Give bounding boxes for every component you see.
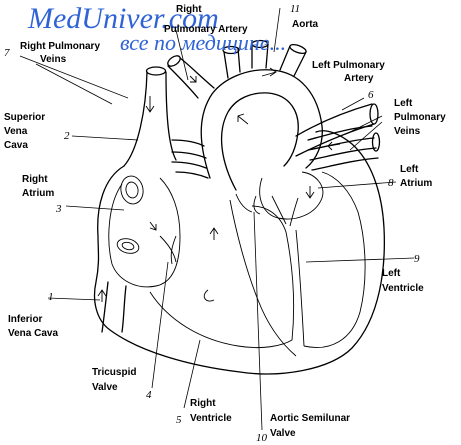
svg-text:8: 8 <box>388 177 394 189</box>
svg-text:Superior: Superior <box>4 112 45 123</box>
svg-text:Veins: Veins <box>394 126 421 137</box>
label-superior-vena-cava: Superior Vena Cava 2 <box>4 112 70 151</box>
label-aortic-semilunar-valve: Aortic Semilunar Valve 10 <box>256 413 350 444</box>
right-ventricle-wall <box>149 205 295 349</box>
svg-text:6: 6 <box>368 89 374 101</box>
svg-text:3: 3 <box>55 203 62 215</box>
heart-drawing <box>93 39 385 375</box>
svg-text:10: 10 <box>256 432 268 444</box>
svg-text:11: 11 <box>290 3 300 15</box>
svg-text:Pulmonary Artery: Pulmonary Artery <box>164 24 248 35</box>
label-tricuspid-valve: Tricuspid Valve 4 <box>92 367 152 401</box>
left-pulmonary-veins-shape <box>307 125 375 151</box>
svg-text:Atrium: Atrium <box>400 178 432 189</box>
svg-text:Ventricle: Ventricle <box>382 283 424 294</box>
svg-text:Valve: Valve <box>92 382 118 393</box>
svg-text:Ventricle: Ventricle <box>190 413 232 424</box>
label-left-ventricle: 9 Left Ventricle <box>382 253 424 294</box>
superior-vena-cava-shape <box>123 71 148 167</box>
right-atrium-wall <box>108 177 181 288</box>
svg-text:7: 7 <box>4 47 10 59</box>
right-pulmonary-veins-shape <box>171 139 207 159</box>
heart-outline <box>93 130 385 375</box>
svg-text:9: 9 <box>414 253 420 265</box>
label-left-pulmonary-artery: Left Pulmonary Artery 6 <box>312 60 385 101</box>
septum <box>229 199 297 357</box>
left-pulmonary-artery-shape <box>295 103 375 157</box>
label-left-atrium: 8 Left Atrium <box>388 164 432 189</box>
svg-text:Valve: Valve <box>270 428 296 439</box>
svg-text:Aortic Semilunar: Aortic Semilunar <box>270 413 350 424</box>
svg-text:4: 4 <box>146 389 152 401</box>
inferior-vena-cava-shape <box>101 281 127 333</box>
svg-text:Left: Left <box>382 268 401 279</box>
label-right-pulmonary-artery: Right Pulmonary Artery 11 <box>164 3 300 35</box>
svg-text:Artery: Artery <box>344 73 374 84</box>
left-atrium-wall <box>259 171 324 220</box>
label-right-ventricle: Right 5 Ventricle <box>176 398 232 426</box>
svg-text:Left: Left <box>400 164 419 175</box>
svg-text:Veins: Veins <box>40 54 67 65</box>
blood-flow-arrows <box>97 67 341 302</box>
svg-text:Pulmonary: Pulmonary <box>394 112 446 123</box>
svg-text:Vena Cava: Vena Cava <box>8 328 58 339</box>
svg-text:Right: Right <box>22 174 48 185</box>
svg-text:Vena: Vena <box>4 126 28 137</box>
svg-text:1: 1 <box>48 291 54 303</box>
label-aorta: Aorta <box>292 19 319 30</box>
watermark-tagline: все по медицине... <box>120 30 286 55</box>
svg-text:Right: Right <box>176 4 202 15</box>
svg-text:Right: Right <box>190 398 216 409</box>
svg-text:Inferior: Inferior <box>8 314 43 325</box>
tricuspid-valve-shape <box>159 235 177 265</box>
svg-text:Left: Left <box>394 98 413 109</box>
svg-text:5: 5 <box>176 414 182 426</box>
watermark-site: MedUniver.com <box>27 2 219 35</box>
right-pulmonary-artery-shape <box>167 57 215 99</box>
label-inferior-vena-cava: 1 Inferior Vena Cava <box>8 291 58 339</box>
svg-text:Right Pulmonary: Right Pulmonary <box>20 41 100 52</box>
svg-text:2: 2 <box>64 130 70 142</box>
aortic-valve-shape <box>235 193 261 215</box>
label-right-atrium: Right Atrium 3 <box>22 174 62 215</box>
svg-text:Tricuspid: Tricuspid <box>92 367 136 378</box>
leader-lines <box>19 7 415 431</box>
label-left-pulmonary-veins: Left Pulmonary Veins <box>394 98 446 137</box>
label-right-pulmonary-veins: 7 Right Pulmonary Veins <box>4 41 100 65</box>
svg-text:Cava: Cava <box>4 140 28 151</box>
left-ventricle-wall <box>295 171 366 348</box>
svg-text:Left Pulmonary: Left Pulmonary <box>312 60 385 71</box>
aorta-shape <box>200 69 323 179</box>
svg-text:Atrium: Atrium <box>22 188 54 199</box>
